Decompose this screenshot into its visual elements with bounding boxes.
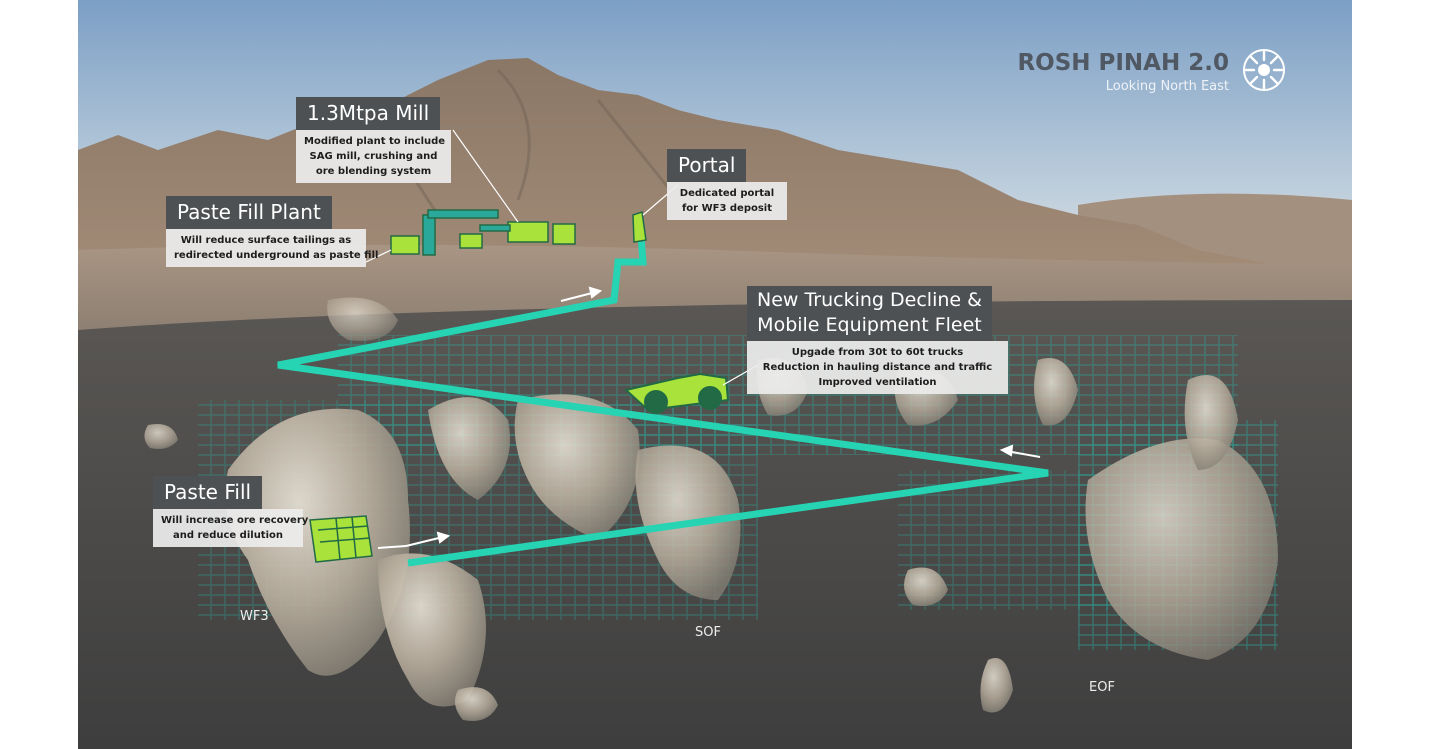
mill-line-2: SAG mill, crushing and	[309, 151, 438, 162]
paste-fill-plant-line-1: Will reduce surface tailings as	[180, 235, 352, 246]
direction-arrows	[377, 286, 1041, 549]
haul-truck	[623, 372, 730, 414]
page-title: ROSH PINAH 2.0	[1017, 50, 1229, 76]
portal-callout-title: Portal	[667, 149, 747, 182]
paste-fill-plant-line-2: redirected underground as paste fill	[174, 250, 379, 261]
portal-callout-body: Dedicated portal for WF3 deposit	[667, 182, 787, 220]
sun-compass-icon	[1243, 49, 1285, 91]
paste-fill-body: Will increase ore recovery and reduce di…	[153, 509, 309, 547]
paste-fill-title: Paste Fill	[153, 476, 263, 509]
mill-callout: 1.3Mtpa Mill Modified plant to include S…	[296, 97, 451, 183]
mine-scene: 1.3Mtpa Mill Modified plant to include S…	[78, 0, 1352, 749]
page-subtitle: Looking North East	[1105, 79, 1229, 94]
paste-fill-plant-title: Paste Fill Plant	[166, 196, 332, 229]
paste-fill-plant-body: Will reduce surface tailings as redirect…	[166, 229, 379, 267]
mill-callout-title: 1.3Mtpa Mill	[296, 97, 441, 130]
paste-fill-block	[309, 515, 373, 563]
trucking-line-1: Upgade from 30t to 60t trucks	[791, 347, 964, 358]
title-block: ROSH PINAH 2.0 Looking North East	[1017, 48, 1229, 96]
trucking-title-line-2: Mobile Equipment Fleet	[757, 314, 982, 336]
deposit-label-eof: EOF	[1089, 680, 1115, 695]
plant-buildings	[390, 209, 647, 256]
portal-line-1: Dedicated portal	[679, 188, 775, 199]
deposit-label-wf3: WF3	[240, 609, 269, 624]
mill-callout-body: Modified plant to include SAG mill, crus…	[296, 130, 451, 183]
portal-callout: Portal Dedicated portal for WF3 deposit	[667, 149, 787, 220]
mill-line-3: ore blending system	[315, 166, 432, 177]
trucking-title-line-1: New Trucking Decline &	[757, 289, 982, 311]
paste-fill-line-2: and reduce dilution	[172, 530, 284, 541]
trucking-callout-body: Upgade from 30t to 60t trucks Reduction …	[747, 341, 1008, 394]
deposit-label-sof: SOF	[695, 625, 721, 640]
trucking-decline	[277, 222, 1049, 567]
trucking-callout-title: New Trucking Decline & Mobile Equipment …	[747, 286, 992, 341]
trucking-line-3: Improved ventilation	[818, 377, 937, 388]
trucking-callout: New Trucking Decline & Mobile Equipment …	[747, 286, 1008, 394]
paste-fill-plant-callout: Paste Fill Plant Will reduce surface tai…	[166, 196, 379, 267]
paste-fill-line-1: Will increase ore recovery	[161, 515, 309, 526]
mill-line-1: Modified plant to include	[304, 136, 446, 147]
trucking-line-2: Reduction in hauling distance and traffi…	[762, 362, 993, 373]
portal-line-2: for WF3 deposit	[681, 203, 773, 214]
paste-fill-callout: Paste Fill Will increase ore recovery an…	[153, 476, 309, 547]
